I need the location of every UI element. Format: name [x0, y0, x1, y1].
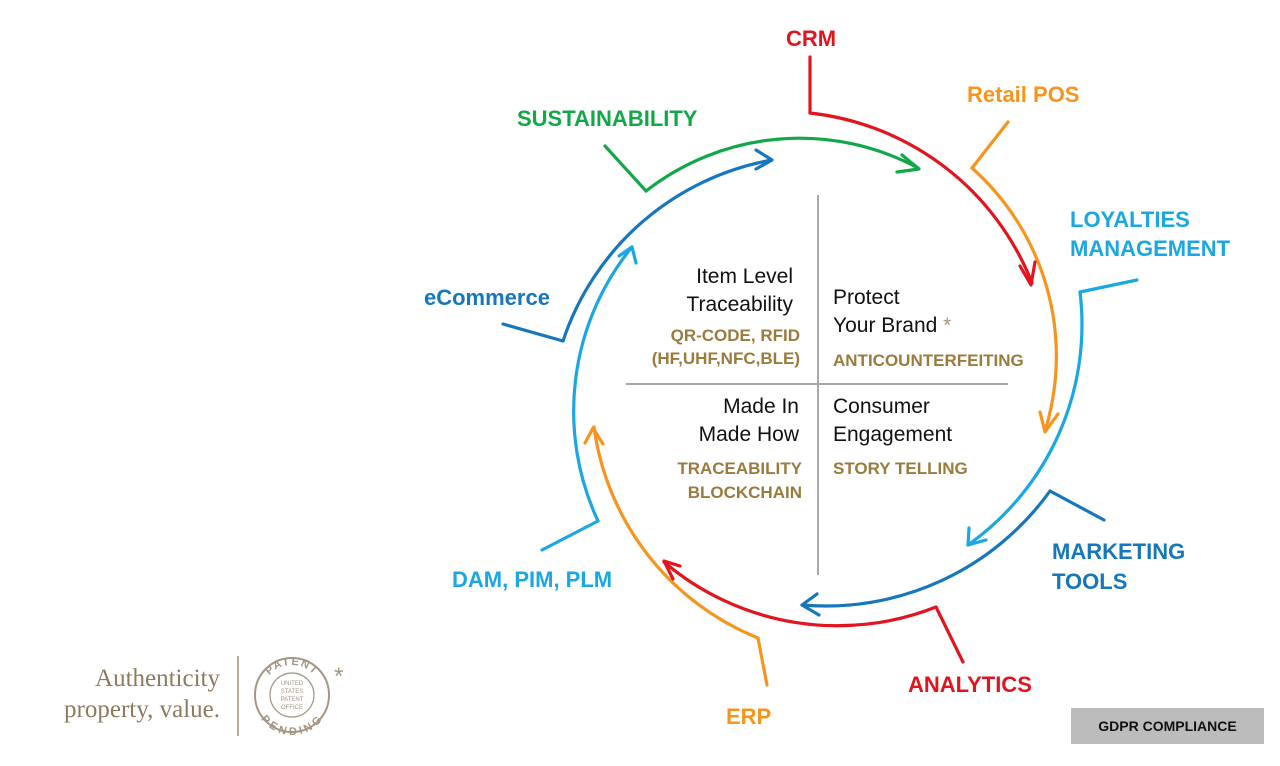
arrow-head-orange-right — [1038, 410, 1060, 434]
lightblue-arc-right — [966, 290, 1084, 547]
quadrant-top-left-sub-2: (HF,UHF,NFC,BLE) — [651, 349, 800, 368]
sustainability-label: SUSTAINABILITY — [517, 106, 698, 131]
seal-top-text: PATENT — [263, 656, 321, 678]
marketing-label-line1: MARKETING — [1052, 539, 1186, 564]
loyalties-connector — [1078, 278, 1139, 294]
gdpr-compliance-badge: GDPR COMPLIANCE — [1071, 708, 1264, 744]
erp-connector — [756, 636, 769, 687]
quadrant-bottom-left-sub-1: TRACEABILITY — [677, 459, 802, 478]
arrow-head-green — [895, 153, 921, 174]
retail-pos-connector — [970, 120, 1010, 170]
tagline-line-2: property, value. — [64, 696, 220, 723]
lightblue-arc-left — [572, 245, 634, 523]
orange-arc-left — [592, 425, 760, 640]
ecommerce-connector — [501, 322, 565, 343]
arrow-head-lightblue-right — [966, 526, 988, 547]
seal-line-2: STATES — [281, 689, 303, 695]
arrow-head-red-bottom — [662, 559, 682, 581]
orange-arc-right — [970, 166, 1058, 433]
red-arc-bottom — [662, 560, 938, 628]
loyalties-label-line2: MANAGEMENT — [1070, 236, 1231, 261]
red-arc-top — [808, 111, 1034, 285]
branding-tagline: Authenticity property, value. — [20, 663, 220, 725]
arrow-head-red-top — [1018, 260, 1037, 287]
marketing-connector — [1048, 489, 1106, 522]
quadrant-bottom-left-sub-2: BLOCKCHAIN — [687, 483, 802, 502]
green-connector — [603, 144, 648, 193]
retail-pos-label: Retail POS — [967, 82, 1080, 107]
dam-connector — [540, 519, 600, 552]
ecommerce-label: eCommerce — [424, 285, 550, 310]
arrow-head-darkblue-top — [754, 148, 774, 171]
loyalties-label-line1: LOYALTIES — [1070, 207, 1190, 232]
quadrant-top-right-sub-1: ANTICOUNTERFEITING — [833, 351, 1024, 370]
dam-pim-plm-label: DAM, PIM, PLM — [452, 567, 613, 592]
green-arc — [644, 136, 920, 193]
quadrant-top-left-title-2: Traceability — [686, 293, 793, 316]
quadrant-top-right-title-1: Protect — [833, 286, 900, 309]
tagline-line-1: Authenticity — [95, 665, 220, 692]
quadrant-bottom-right-sub-1: STORY TELLING — [833, 459, 968, 478]
analytics-connector — [934, 605, 965, 664]
quadrant-bottom-right-title-1: Consumer — [833, 395, 930, 418]
quadrant-top-left-sub-1: QR-CODE, RFID — [670, 326, 800, 345]
quadrant-bottom-left-title-1: Made In — [723, 395, 799, 418]
seal-line-4: OFFICE — [281, 705, 303, 711]
analytics-label: ANALYTICS — [908, 672, 1032, 697]
arrow-head-orange-left — [583, 426, 605, 446]
quadrant-bottom-left-title-2: Made How — [698, 423, 799, 446]
darkblue-arc-left — [561, 158, 774, 343]
brand-star: * — [943, 314, 952, 337]
patent-pending-seal: PATENT PENDING UNITED STATES PATENT OFFI… — [254, 656, 330, 738]
seal-line-3: PATENT — [281, 697, 304, 703]
marketing-label-line2: TOOLS — [1052, 569, 1128, 594]
quadrant-top-left-title-1: Item Level — [696, 265, 793, 288]
quadrant-top-right-title-2: Your Brand * — [833, 311, 951, 340]
seal-star: * — [334, 663, 343, 690]
arrow-head-lightblue-left — [617, 245, 638, 265]
erp-label: ERP — [726, 704, 772, 729]
arrow-head-darkblue-bottom — [800, 592, 821, 617]
crm-label: CRM — [786, 26, 837, 51]
quadrant-bottom-right-title-2: Engagement — [833, 423, 953, 446]
darkblue-arc-bottom — [800, 489, 1052, 608]
quadrant-top-right-title-2-text: Your Brand — [833, 314, 938, 337]
seal-line-1: UNITED — [281, 681, 304, 687]
